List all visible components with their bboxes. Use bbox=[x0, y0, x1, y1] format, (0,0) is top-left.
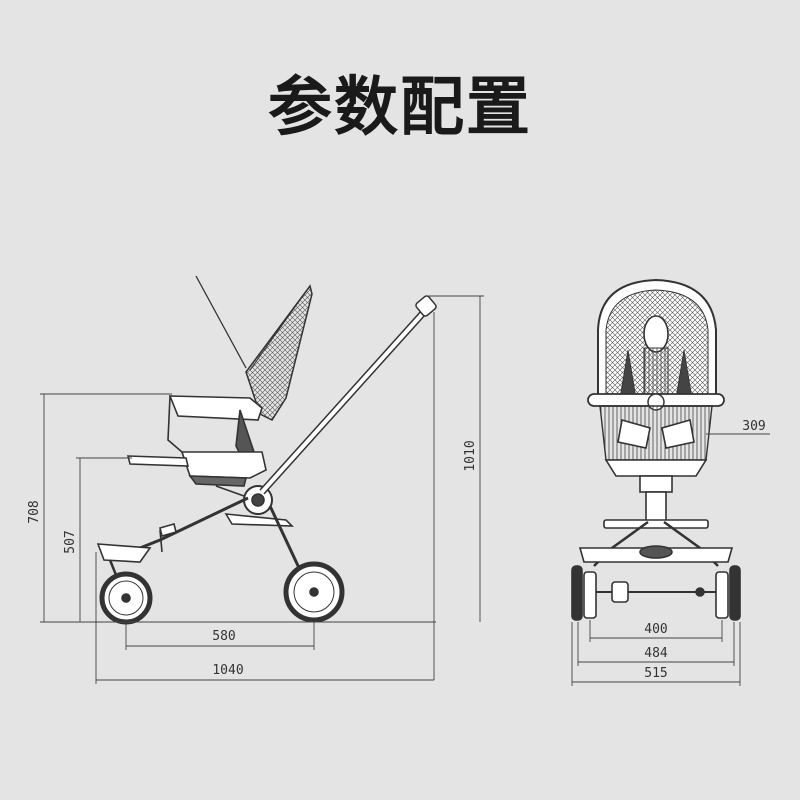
front-view-dimension-lines bbox=[571, 433, 770, 686]
dim-label-515: 515 bbox=[644, 666, 667, 681]
side-view-dimension-lines bbox=[40, 295, 484, 684]
dim-label-309: 309 bbox=[742, 419, 765, 434]
dim-label-507: 507 bbox=[63, 530, 78, 553]
dim-label-708: 708 bbox=[27, 500, 42, 523]
dim-label-580: 580 bbox=[212, 629, 235, 644]
page-title: 参数配置 bbox=[268, 71, 532, 145]
front-view-stroller bbox=[571, 278, 741, 621]
dim-label-484: 484 bbox=[644, 646, 668, 661]
dim-label-1040: 1040 bbox=[212, 663, 243, 678]
dim-label-400: 400 bbox=[644, 622, 667, 637]
dim-label-1010: 1010 bbox=[463, 440, 478, 471]
side-view-stroller bbox=[96, 275, 437, 625]
